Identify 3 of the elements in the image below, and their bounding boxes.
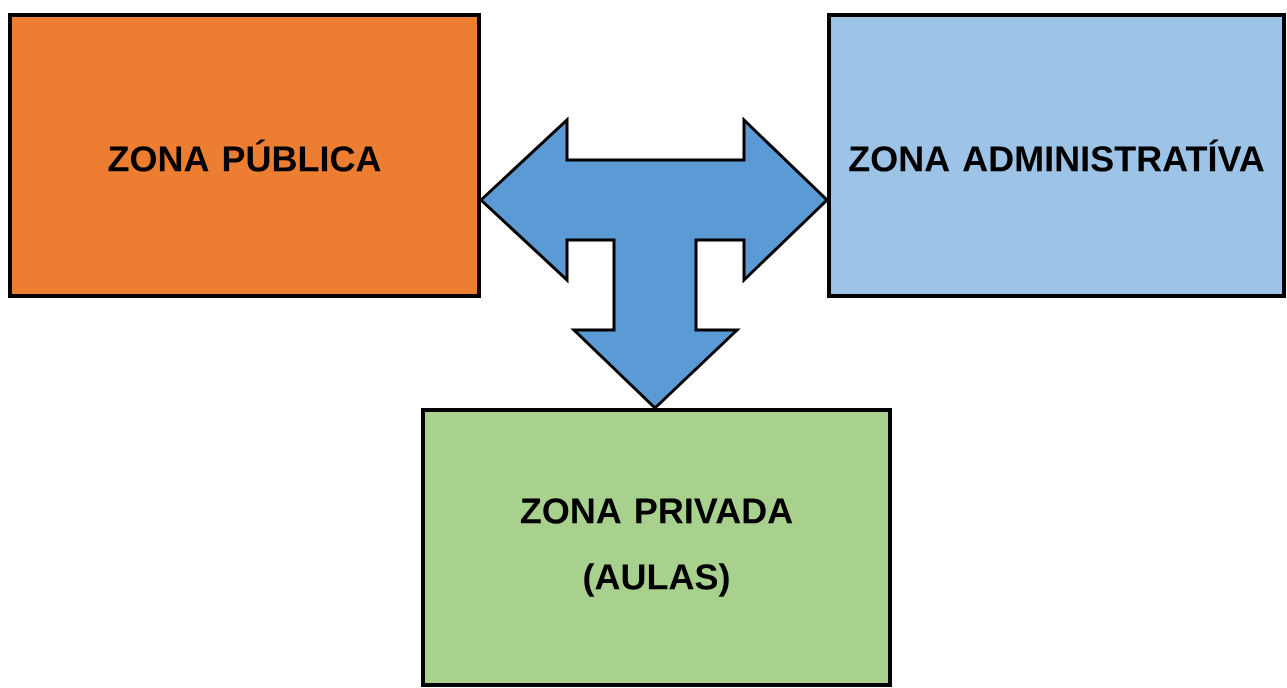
zone-box: ZONA PRIVADA (AULAS) xyxy=(421,408,892,687)
zone-box: ZONA PÚBLICA xyxy=(8,13,481,298)
zone-box: ZONA ADMINISTRATÍVA xyxy=(827,13,1286,298)
